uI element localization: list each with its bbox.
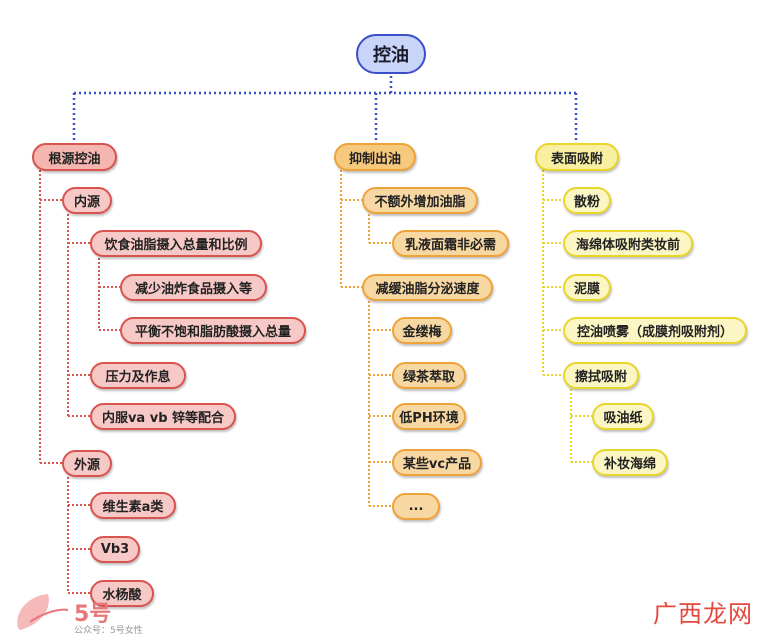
slow-secretion-node: 减缓油脂分泌速度 [362, 274, 493, 301]
oral-supplement-node: 内服va vb 锌等配合 [90, 403, 236, 430]
vb3-node: Vb3 [90, 536, 140, 563]
touchup-sponge-node: 补妆海绵 [592, 449, 668, 476]
low-ph-node: 低PH环境 [392, 403, 466, 430]
lotion-cream-node: 乳液面霜非必需 [392, 230, 509, 257]
ellipsis-node: ... [392, 493, 440, 520]
branch-surface-absorb: 表面吸附 [535, 143, 619, 171]
stress-node: 压力及作息 [90, 362, 186, 389]
oil-control-spray-node: 控油喷雾（成膜剂吸附剂） [563, 317, 747, 344]
outer-source-node: 外源 [62, 450, 112, 477]
left-watermark-brand: 5号 [74, 602, 112, 627]
branch-root-control: 根源控油 [32, 143, 117, 171]
inner-source-node: 内源 [62, 187, 112, 214]
left-watermark-sub: 公众号：5号女性 [74, 626, 143, 636]
reduce-fried-node: 减少油炸食品摄入等 [120, 274, 267, 301]
branch-suppress-oil: 抑制出油 [334, 143, 416, 171]
vc-products-node: 某些vc产品 [392, 449, 482, 476]
wipe-absorb-node: 擦拭吸附 [563, 362, 639, 389]
sponge-primer-node: 海绵体吸附类妆前 [563, 230, 693, 257]
no-extra-oil-node: 不额外增加油脂 [362, 187, 478, 214]
blotting-paper-node: 吸油纸 [592, 403, 654, 430]
root-node: 控油 [356, 34, 426, 74]
right-watermark-brand: 广西龙网 [653, 600, 753, 628]
loose-powder-node: 散粉 [563, 187, 611, 214]
mud-mask-node: 泥膜 [563, 274, 611, 301]
vitamin-a-node: 维生素a类 [90, 492, 176, 519]
logo-leaf-icon [17, 594, 69, 630]
witch-hazel-node: 金缕梅 [392, 317, 452, 344]
salicylic-acid-node: 水杨酸 [90, 580, 154, 607]
balance-fatty-acid-node: 平衡不饱和脂肪酸摄入总量 [120, 317, 306, 344]
green-tea-node: 绿茶萃取 [392, 362, 466, 389]
diet-node: 饮食油脂摄入总量和比例 [90, 230, 262, 257]
